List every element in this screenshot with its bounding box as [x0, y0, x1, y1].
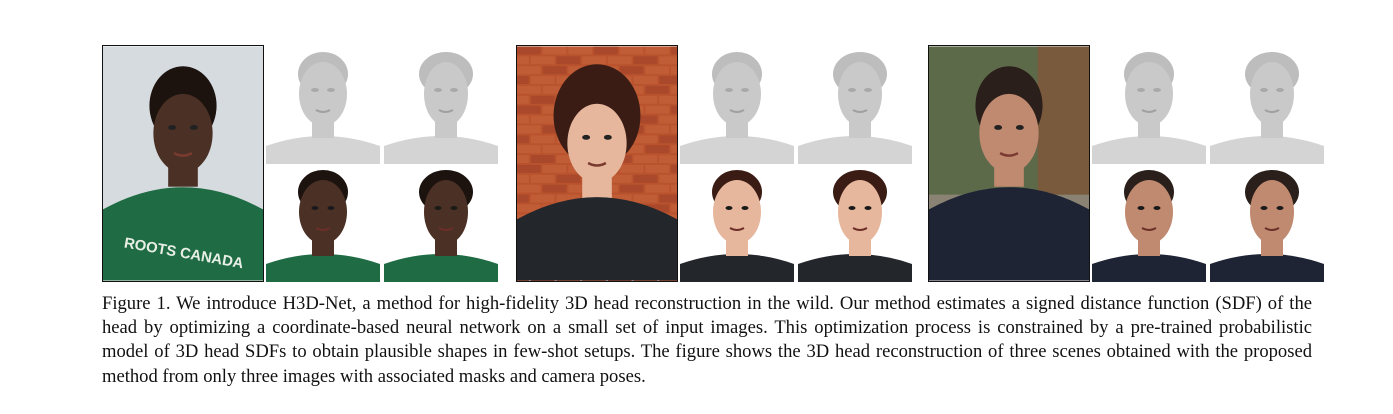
reconstructed-mesh-view — [1090, 46, 1208, 164]
reconstructed-mesh-view — [1208, 46, 1326, 164]
textured-render-view — [1208, 164, 1326, 282]
textured-render-view — [382, 164, 500, 282]
reconstructed-mesh-view — [382, 46, 500, 164]
figure-panel: ROOTS CANADA — [102, 45, 500, 282]
textured-render-view — [264, 164, 382, 282]
reconstructed-mesh-view — [264, 46, 382, 164]
figure-panel — [516, 45, 914, 282]
textured-render-view — [1090, 164, 1208, 282]
arxiv-stamp-text: es.CV] 26 Jul 2021 — [61, 15, 68, 414]
reconstructed-mesh-view — [678, 46, 796, 164]
input-photo — [928, 45, 1090, 282]
input-photo — [516, 45, 678, 282]
figure-1: ROOTS CANADA — [102, 45, 1326, 282]
input-photo: ROOTS CANADA — [102, 45, 264, 282]
figure-panel — [928, 45, 1326, 282]
textured-render-view — [796, 164, 914, 282]
figure-caption: Figure 1. We introduce H3D-Net, a method… — [102, 293, 1312, 387]
reconstructed-mesh-view — [796, 46, 914, 164]
arxiv-side-stamp: es.CV] 26 Jul 2021 — [2, 0, 68, 414]
textured-render-view — [678, 164, 796, 282]
